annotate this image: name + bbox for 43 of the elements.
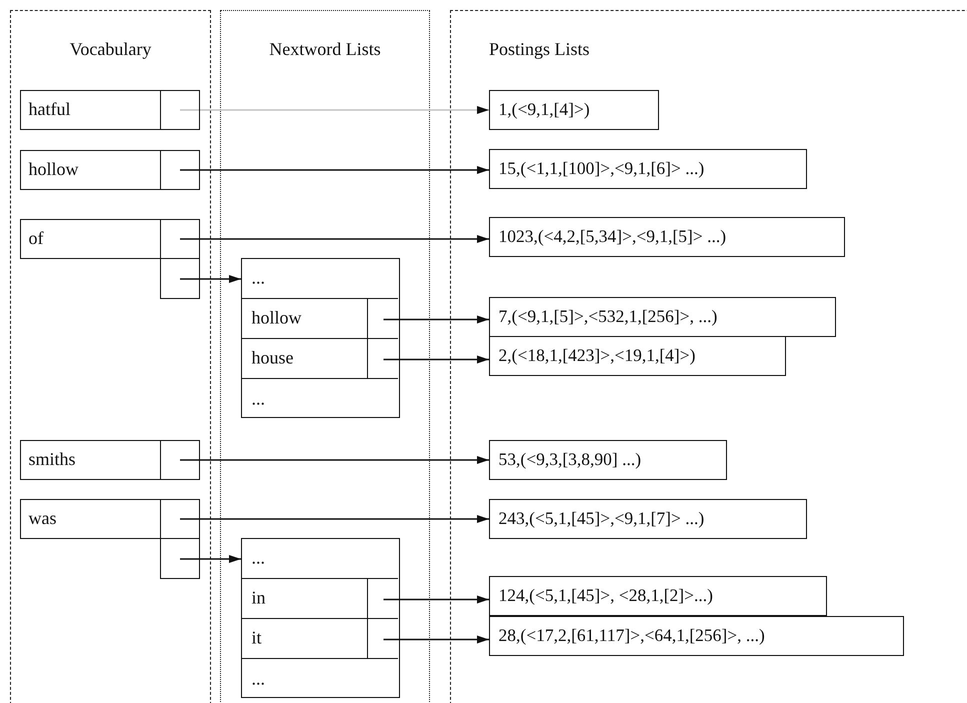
nextword-label: house [252, 348, 294, 368]
postings-entry: 53,(<9,3,[3,8,90] ...) [488, 440, 726, 480]
nextword-label: ... [252, 548, 265, 568]
postings-entry: 2,(<18,1,[423]>,<19,1,[4]>) [488, 336, 786, 376]
panel-title: Vocabulary [70, 39, 152, 60]
nextword-row [242, 618, 398, 658]
postings-entry: 243,(<5,1,[45]>,<9,1,[7]> ...) [488, 498, 806, 538]
arrow [180, 555, 241, 563]
nextword-row [242, 298, 398, 338]
postings-entry: 1023,(<4,2,[5,34]>,<9,1,[5]> ...) [488, 216, 844, 256]
nextword-label: ... [252, 668, 265, 689]
postings-entry: 7,(<9,1,[5]>,<532,1,[256]>, ...) [488, 296, 836, 336]
dashed-panel [220, 10, 430, 703]
nextword-label: hollow [252, 308, 302, 328]
vocabulary-entry [20, 218, 200, 298]
arrow [180, 235, 489, 243]
dashed-panel [10, 10, 211, 703]
dashed-panel [450, 10, 967, 703]
postings-entry: 124,(<5,1,[45]>, <28,1,[2]>...) [488, 576, 826, 616]
arrow [180, 515, 489, 523]
arrow [180, 275, 241, 283]
postings-entry: 1,(<9,1,[4]>) [488, 90, 658, 130]
arrow [384, 356, 489, 364]
nextword-row [242, 578, 398, 618]
arrow [384, 636, 489, 644]
nextword-label: it [252, 628, 262, 648]
arrow [384, 596, 489, 604]
nextword-label: ... [252, 388, 265, 409]
arrow [180, 106, 489, 114]
vocabulary-word: hatful [20, 90, 200, 130]
postings-entry: 28,(<17,2,[61,117]>,<64,1,[256]>, ...) [488, 616, 904, 656]
nextword-label: in [252, 588, 266, 608]
nextword-label: ... [252, 268, 265, 288]
nextword-row [242, 338, 398, 378]
vocabulary-entry [20, 498, 200, 578]
nextword-list-box [240, 538, 400, 698]
panel-title: Nextword Lists [269, 39, 381, 60]
arrow [384, 316, 489, 324]
postings-entry: 15,(<1,1,[100]>,<9,1,[6]> ...) [488, 148, 806, 188]
nextword-list-box [240, 258, 400, 418]
arrow [180, 166, 489, 174]
panel-title: Postings Lists [489, 39, 590, 60]
arrow [180, 456, 489, 464]
